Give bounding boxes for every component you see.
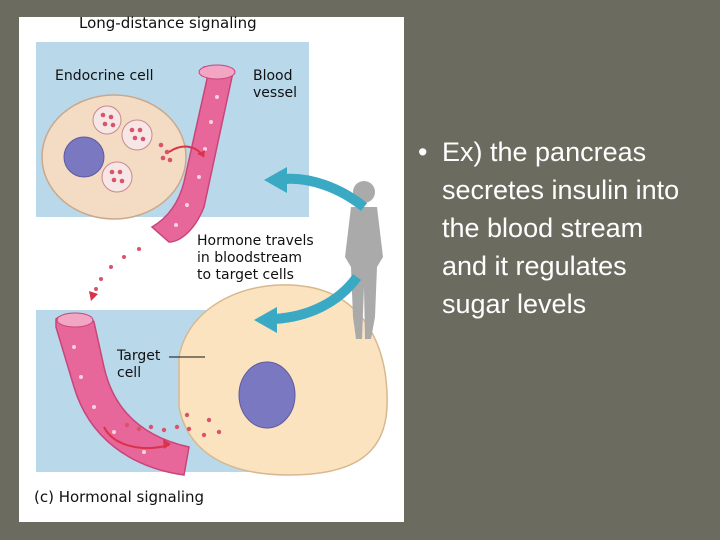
vessel-hormone-dots	[174, 95, 219, 227]
bullet-text: Ex) the pancreas secretes insulin into t…	[442, 137, 680, 319]
endocrine-nucleus	[63, 136, 105, 178]
target-arrow	[103, 426, 170, 449]
vessel-opening	[56, 312, 94, 328]
hormone-travels-label: Hormone travels in bloodstream to target…	[197, 233, 314, 283]
vessel-opening	[198, 64, 236, 80]
bullet-marker: •	[418, 137, 428, 167]
vessel-hormone-dots	[72, 345, 146, 454]
teal-arrowhead-down	[254, 307, 277, 333]
endocrine-cell-label: Endocrine cell	[55, 68, 154, 84]
secretory-vesicle	[101, 161, 133, 193]
teal-arrowhead-up	[264, 167, 287, 193]
travel-arrowhead	[89, 291, 98, 301]
target-cell-label: Target cell	[117, 348, 161, 381]
secretion-arrowhead	[197, 150, 205, 157]
released-hormone	[158, 142, 173, 163]
target-hormone-dots	[124, 412, 222, 438]
target-arrowhead	[163, 439, 171, 449]
teal-arrow-down	[273, 273, 362, 324]
target-nucleus	[238, 361, 296, 429]
secretory-vesicle	[121, 119, 153, 151]
vesicle-granules	[100, 112, 146, 184]
diagram-title: Long-distance signaling	[79, 14, 257, 32]
diagram-caption: (c) Hormonal signaling	[34, 488, 205, 506]
diagram-panel: Long-distance signaling Endocrine cell B…	[19, 14, 404, 522]
teal-arrow-up	[283, 173, 368, 211]
endocrine-cell	[41, 94, 187, 220]
travel-dots	[94, 247, 141, 291]
blood-vessel-label: Blood vessel	[253, 68, 297, 101]
secretory-vesicle	[92, 105, 122, 135]
hormonal-signaling-illustration	[36, 42, 388, 476]
